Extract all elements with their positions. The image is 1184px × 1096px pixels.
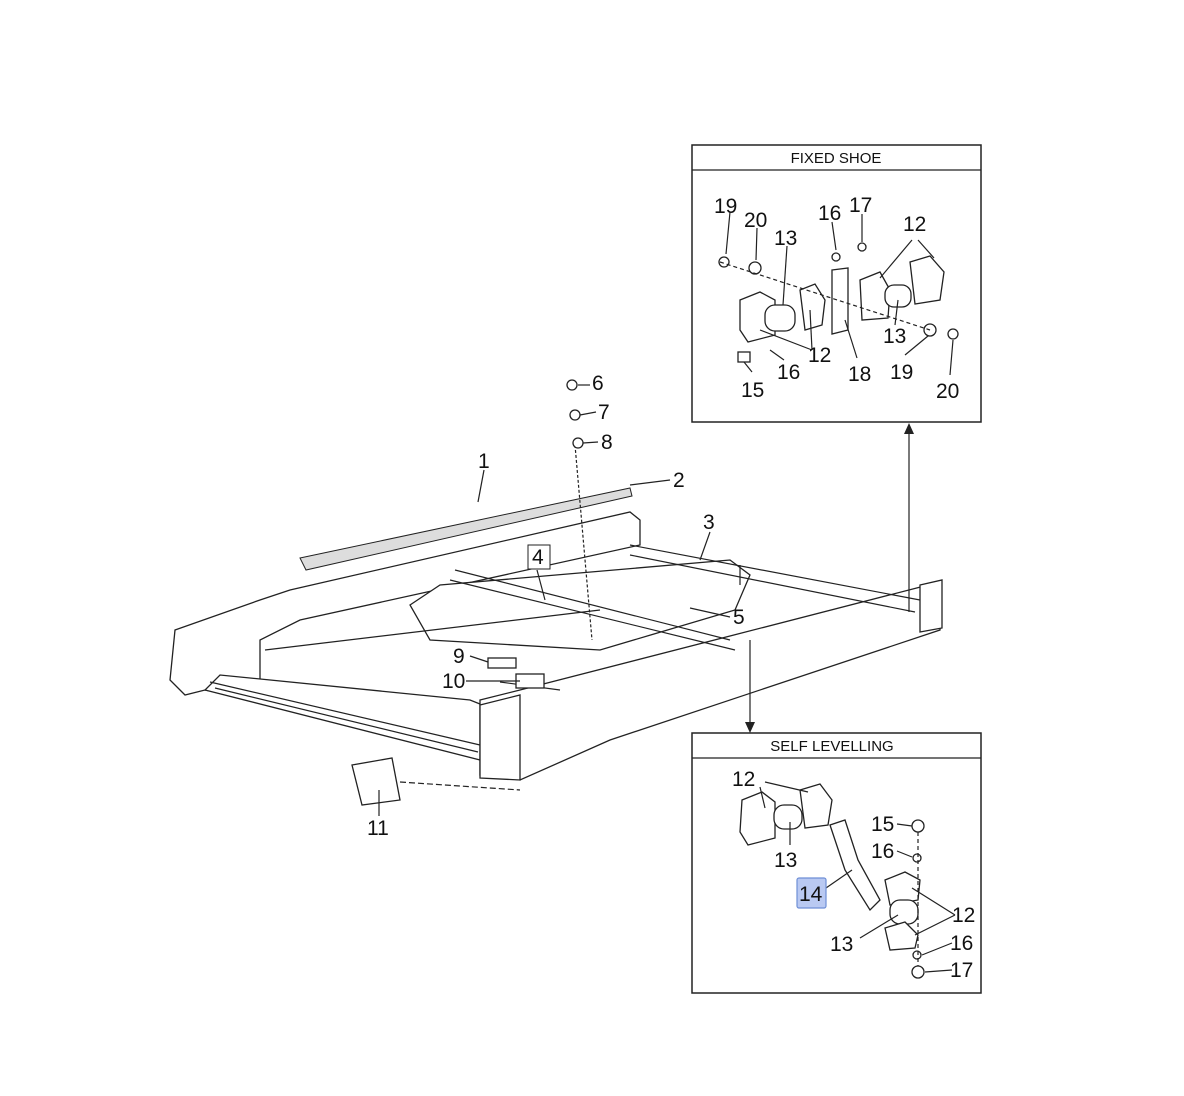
main-leaders xyxy=(378,384,731,816)
fixed-callout-15: 15 xyxy=(741,379,764,402)
callout-4: 4 xyxy=(532,546,544,569)
sl-callout-13: 13 xyxy=(774,849,797,872)
callout-3: 3 xyxy=(703,511,715,534)
sl-callout-16: 16 xyxy=(871,840,894,863)
self-levelling-panel: SELF LEVELLING 12 13 14 15 16 12 16 13 1… xyxy=(691,732,982,994)
sl-callout-12b: 12 xyxy=(952,904,975,927)
sl-callout-12: 12 xyxy=(732,768,755,791)
fixed-callout-16: 16 xyxy=(818,202,841,225)
sl-callout-14[interactable]: 14 xyxy=(799,883,823,906)
callout-8: 8 xyxy=(601,431,613,454)
sl-callout-14-highlight[interactable] xyxy=(796,877,827,909)
fixed-callout-20b: 20 xyxy=(936,380,959,403)
fixed-callout-12b: 12 xyxy=(808,344,831,367)
fixed-callout-17: 17 xyxy=(849,194,872,217)
fixed-callout-18: 18 xyxy=(848,363,871,386)
callout-5: 5 xyxy=(733,606,745,629)
fixed-callout-16b: 16 xyxy=(777,361,800,384)
fixed-shoe-title: FIXED SHOE xyxy=(791,150,882,167)
fixed-shoe-panel: FIXED SHOE 19 20 13 16 17 12 12 1 xyxy=(691,144,982,423)
fixed-callout-13: 13 xyxy=(774,227,797,250)
sl-callout-17: 17 xyxy=(950,959,973,982)
self-levelling-title: SELF LEVELLING xyxy=(770,738,893,755)
callout-4-box xyxy=(527,544,551,570)
sl-callout-15: 15 xyxy=(871,813,894,836)
callout-2: 2 xyxy=(673,469,685,492)
fixed-callout-13b: 13 xyxy=(883,325,906,348)
fixed-callout-19: 19 xyxy=(714,195,737,218)
fixed-callout-20: 20 xyxy=(744,209,767,232)
main-callouts: 1 2 3 4 5 6 7 8 9 10 11 xyxy=(367,372,745,840)
callout-1: 1 xyxy=(478,450,490,473)
callout-10: 10 xyxy=(442,670,465,693)
callout-7: 7 xyxy=(598,401,610,424)
frame-assembly xyxy=(169,379,943,806)
sl-callout-16b: 16 xyxy=(950,932,973,955)
callout-6: 6 xyxy=(592,372,604,395)
fixed-callout-19b: 19 xyxy=(890,361,913,384)
callout-11: 11 xyxy=(367,817,389,840)
fixed-callout-12: 12 xyxy=(903,213,926,236)
detail-arrows xyxy=(745,423,914,733)
callout-9: 9 xyxy=(453,645,465,668)
sl-callout-13b: 13 xyxy=(830,933,853,956)
